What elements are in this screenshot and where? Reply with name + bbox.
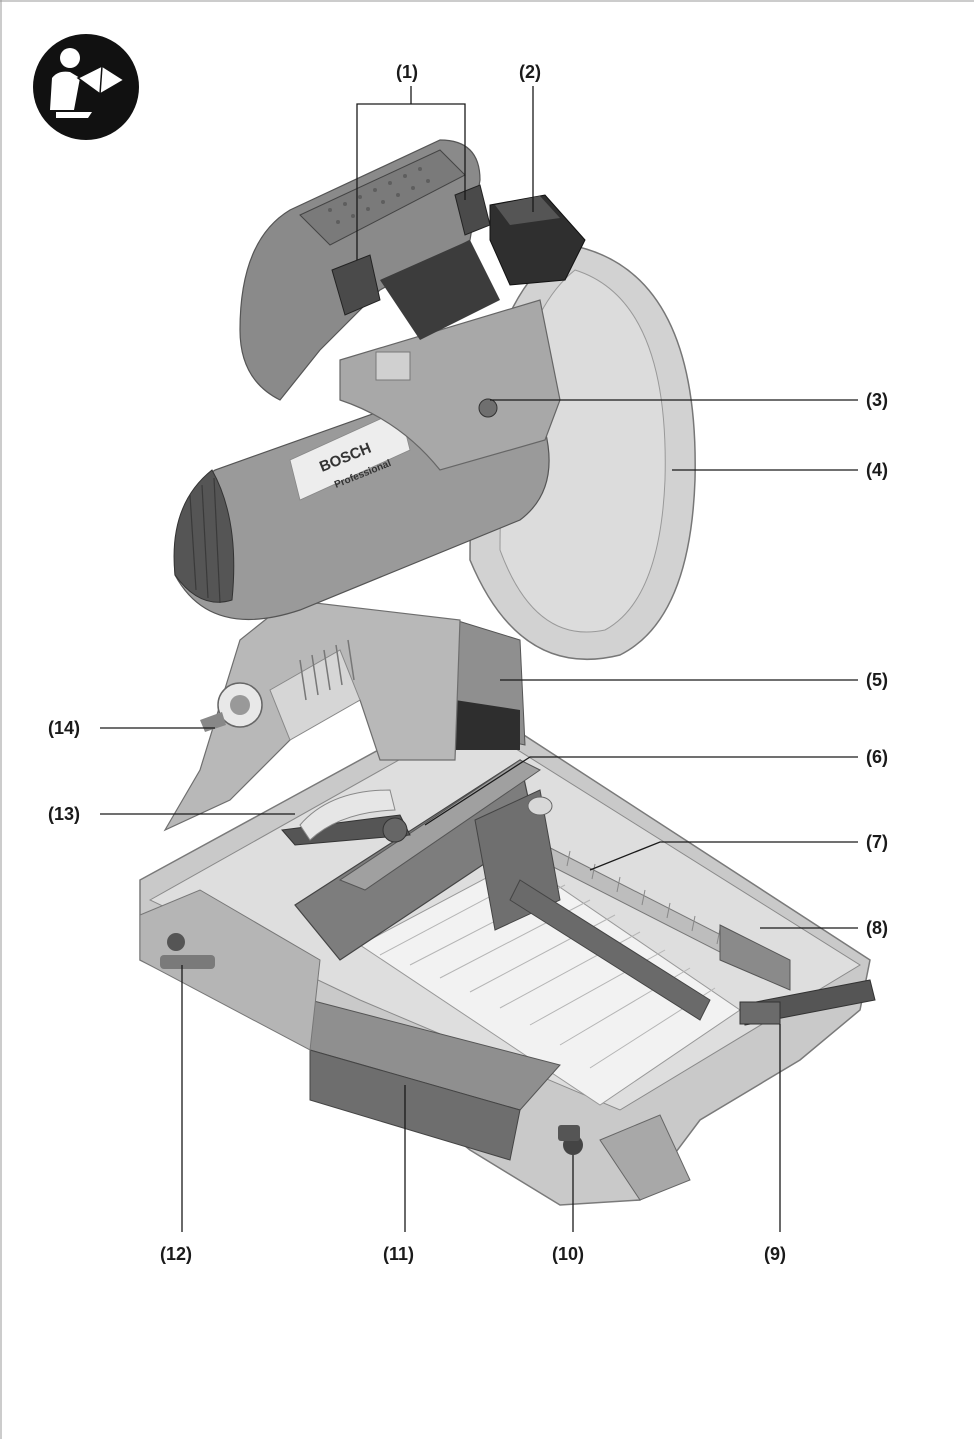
- callout-11: (11): [383, 1244, 415, 1264]
- callout-6: (6): [866, 747, 888, 767]
- callout-3: (3): [866, 390, 888, 410]
- callout-12: (12): [160, 1244, 193, 1264]
- callout-7: (7): [866, 832, 888, 852]
- callout-4: (4): [866, 460, 888, 480]
- callout-10: (10): [552, 1244, 585, 1264]
- callout-13: (13): [48, 804, 81, 824]
- leader-lines: [100, 86, 858, 1232]
- read-manual-icon: [33, 34, 139, 140]
- callout-1: (1): [396, 62, 418, 82]
- callout-2: (2): [519, 62, 541, 82]
- saw-body: BOSCH Professional: [139, 139, 876, 1206]
- callout-14: (14): [48, 718, 81, 738]
- callout-9: (9): [764, 1244, 786, 1264]
- callout-8: (8): [866, 918, 888, 938]
- callout-5: (5): [866, 670, 888, 690]
